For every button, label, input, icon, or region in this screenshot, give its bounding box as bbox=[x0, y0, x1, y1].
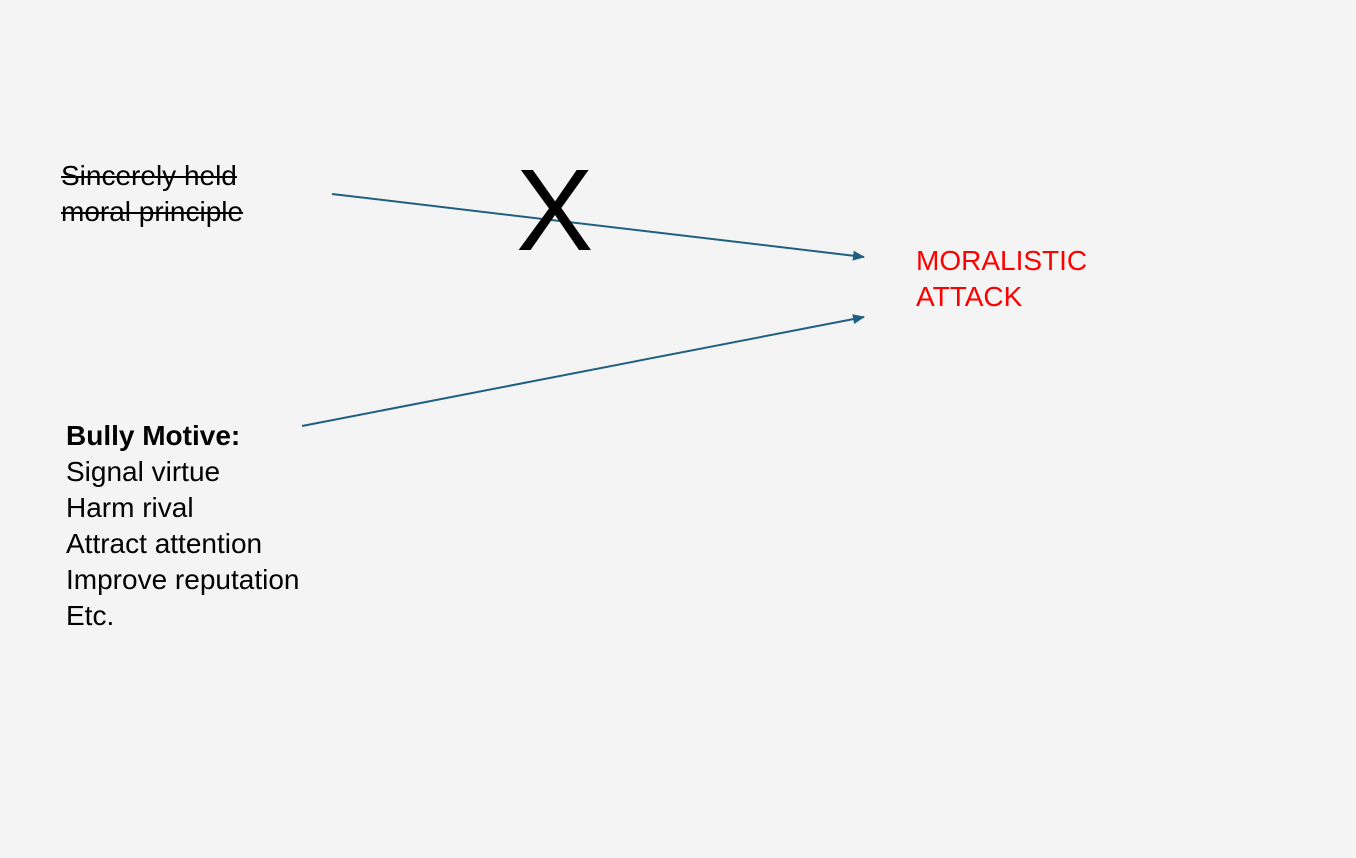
sincere-motive-line: Sincerely held bbox=[61, 160, 237, 191]
bully-motive-heading: Bully Motive: bbox=[66, 420, 241, 451]
moralistic-attack-label: MORALISTIC ATTACK bbox=[916, 243, 1087, 315]
sincere-motive-text: Sincerely held moral principle bbox=[61, 158, 243, 230]
outcome-line: ATTACK bbox=[916, 281, 1023, 312]
cross-out-mark: X bbox=[516, 145, 594, 275]
bully-motive-item: Signal virtue bbox=[66, 456, 221, 487]
bully-motive-item: Attract attention bbox=[66, 528, 263, 559]
bully-motive-item: Etc. bbox=[66, 600, 115, 631]
sincere-motive-line: moral principle bbox=[61, 196, 244, 227]
bully-motive-item: Harm rival bbox=[66, 492, 194, 523]
bully-motive-text: Bully Motive: Signal virtue Harm rival A… bbox=[66, 418, 299, 634]
outcome-line: MORALISTIC bbox=[916, 245, 1088, 276]
bully-motive-item: Improve reputation bbox=[66, 564, 300, 595]
sincere-to-attack-arrow bbox=[331, 193, 865, 261]
bully-to-attack-arrow bbox=[301, 314, 865, 427]
